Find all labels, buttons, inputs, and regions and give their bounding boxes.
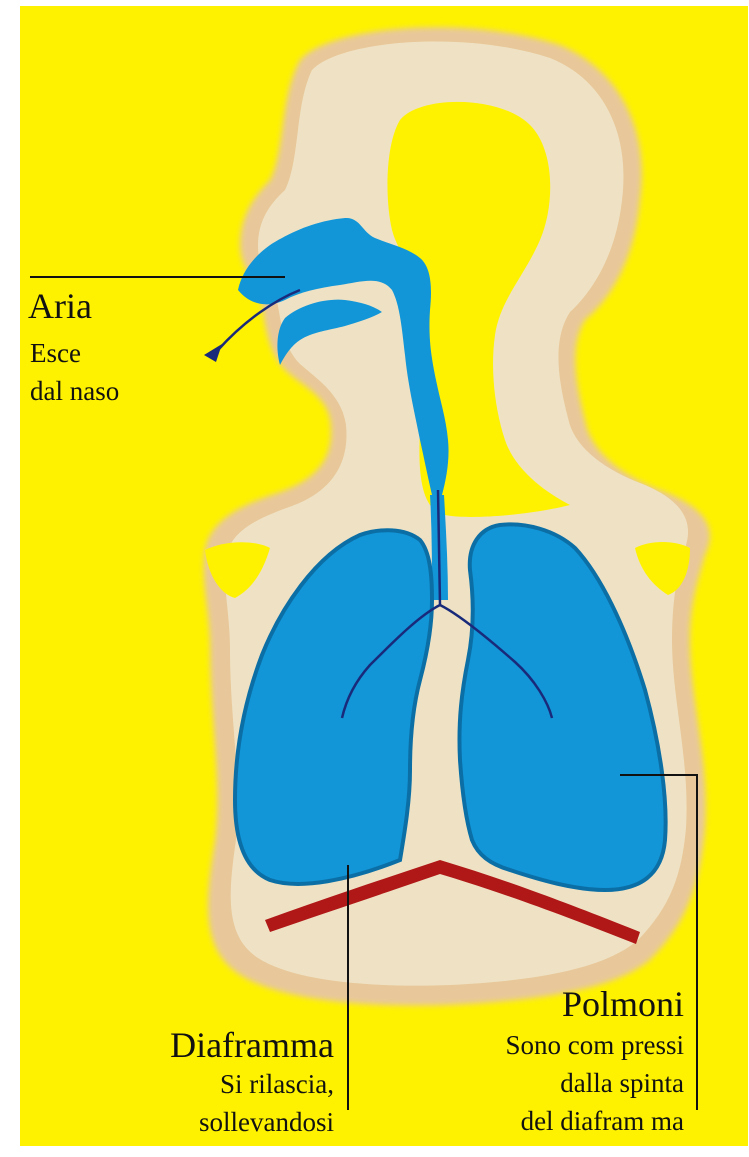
aria-line-1: Esce xyxy=(30,340,81,367)
diaframma-line-2: sollevandosi xyxy=(199,1109,334,1136)
polmoni-line-3: del diafram ma xyxy=(521,1108,684,1135)
polmoni-line-2: dalla spinta xyxy=(560,1070,684,1097)
aria-title: Aria xyxy=(28,288,92,324)
diaframma-title: Diaframma xyxy=(170,1027,334,1063)
polmoni-title: Polmoni xyxy=(562,986,684,1022)
aria-line-2: dal naso xyxy=(30,378,119,405)
polmoni-line-1: Sono com pressi xyxy=(506,1032,685,1059)
diaframma-line-1: Si rilascia, xyxy=(220,1071,334,1098)
